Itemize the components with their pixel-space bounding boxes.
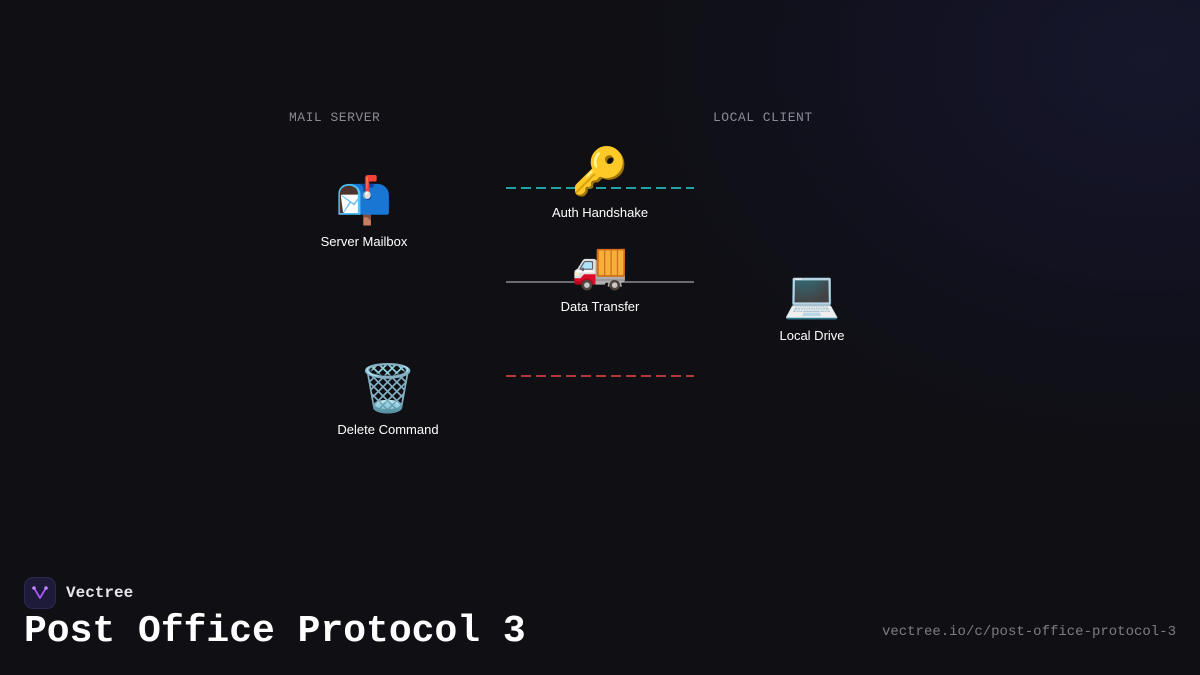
auth-handshake-label: Auth Handshake (551, 205, 649, 220)
local-drive-node[interactable]: 💻 Local Drive (732, 266, 892, 343)
laptop-icon: 💻 (783, 267, 841, 321)
page-title: Post Office Protocol 3 (24, 610, 526, 653)
truck-icon: 🚚 (571, 238, 629, 292)
server-mailbox-node[interactable]: 📬 Server Mailbox (284, 172, 444, 249)
local-drive-label: Local Drive (779, 328, 845, 343)
vectree-logo-icon (24, 577, 56, 609)
data-transfer-node[interactable]: 🚚 Data Transfer (520, 237, 680, 314)
mail-server-column-label: MAIL SERVER (289, 110, 381, 125)
delete-command-node[interactable]: 🗑️ Delete Command (308, 360, 468, 437)
brand: Vectree (24, 577, 133, 609)
local-client-column-label: LOCAL CLIENT (713, 110, 813, 125)
brand-name: Vectree (66, 584, 134, 602)
trash-icon: 🗑️ (359, 361, 417, 415)
mailbox-icon: 📬 (335, 173, 393, 227)
key-icon: 🔑 (571, 144, 629, 198)
data-transfer-label: Data Transfer (560, 299, 640, 314)
auth-handshake-node[interactable]: 🔑 Auth Handshake (520, 143, 680, 220)
source-url[interactable]: vectree.io/c/post-office-protocol-3 (881, 624, 1176, 640)
delete-command-label: Delete Command (337, 422, 439, 437)
server-mailbox-label: Server Mailbox (320, 234, 408, 249)
